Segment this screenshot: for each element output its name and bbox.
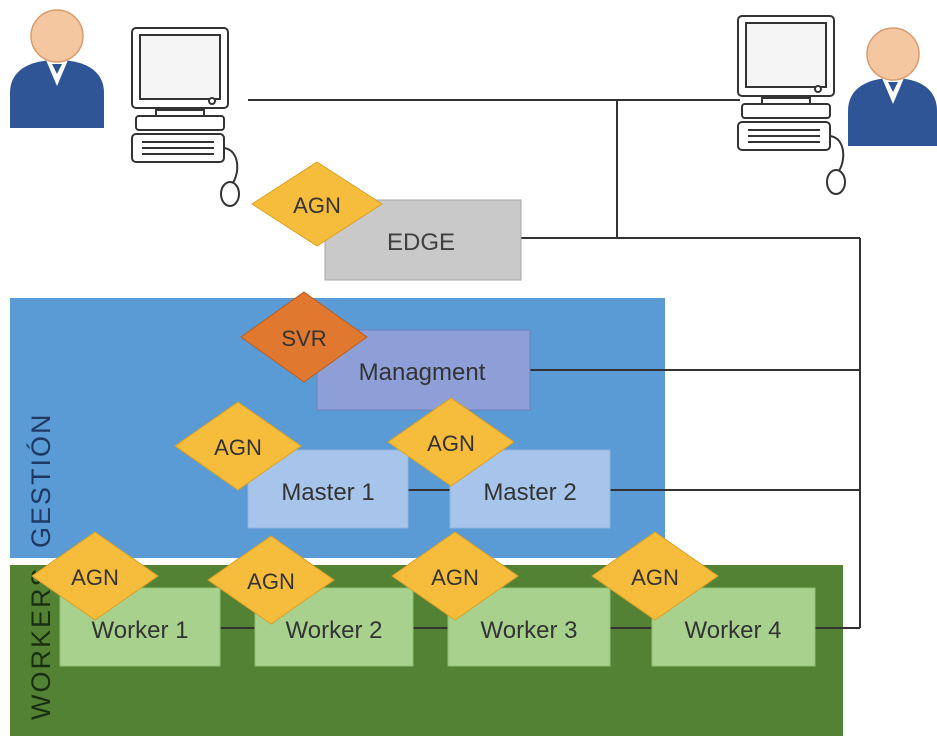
worker4-agent-badge-label: AGN bbox=[631, 565, 679, 590]
network-lines bbox=[220, 99, 861, 629]
worker3-agent-badge: AGN bbox=[391, 531, 519, 621]
management-server-badge: SVR bbox=[240, 291, 368, 383]
edge-agent-badge-label: AGN bbox=[293, 193, 341, 218]
worker1-node-label: Worker 1 bbox=[92, 617, 189, 644]
edge-node-label: EDGE bbox=[387, 229, 455, 256]
worker2-agent-badge-label: AGN bbox=[247, 569, 295, 594]
worker2-agent-badge: AGN bbox=[207, 535, 335, 625]
worker4-agent-badge: AGN bbox=[591, 531, 719, 621]
management-server-badge-label: SVR bbox=[281, 326, 326, 351]
worker1-agent-badge-label: AGN bbox=[71, 565, 119, 590]
workers-zone-label: WORKERS bbox=[26, 566, 56, 720]
user-icon bbox=[10, 9, 104, 128]
master2-agent-badge-label: AGN bbox=[427, 431, 475, 456]
computer-icon bbox=[737, 15, 846, 195]
edge-agent-badge: AGN bbox=[251, 161, 383, 247]
master1-node-label: Master 1 bbox=[281, 479, 374, 506]
worker4-node-label: Worker 4 bbox=[685, 617, 782, 644]
management-node-label: Managment bbox=[359, 359, 486, 386]
worker3-agent-badge-label: AGN bbox=[431, 565, 479, 590]
master2-agent-badge: AGN bbox=[387, 397, 515, 487]
master1-agent-badge-label: AGN bbox=[214, 435, 262, 460]
computer-icon bbox=[131, 27, 240, 207]
worker1-agent-badge: AGN bbox=[31, 531, 159, 621]
user-icon bbox=[848, 27, 937, 146]
master1-agent-badge: AGN bbox=[174, 401, 302, 491]
master2-node-label: Master 2 bbox=[483, 479, 576, 506]
worker3-node-label: Worker 3 bbox=[481, 617, 578, 644]
worker2-node-label: Worker 2 bbox=[286, 617, 383, 644]
gestion-zone-label: GESTIÓN bbox=[25, 412, 56, 548]
